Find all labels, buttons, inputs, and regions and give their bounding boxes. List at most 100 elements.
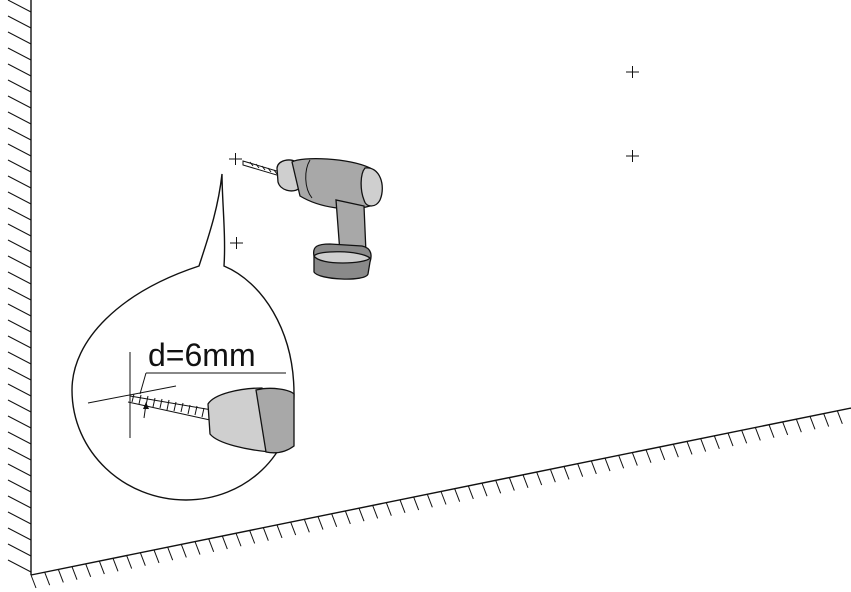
dimension-arrow <box>143 402 149 409</box>
floor-hatch-line <box>112 558 119 572</box>
wall-hatch-line <box>7 191 32 205</box>
floor-hatch-line <box>549 469 556 483</box>
wall-hatch-line <box>7 383 32 397</box>
floor-hatch-line <box>194 541 201 555</box>
drill-diameter-label: d=6mm <box>148 337 256 373</box>
floor-hatch-line <box>782 421 789 436</box>
floor-hatch-line <box>467 485 474 500</box>
wall-hatch-line <box>7 239 32 253</box>
floor-hatch-line <box>741 430 748 444</box>
floor-hatch-line <box>208 538 215 552</box>
floor-hatch-line <box>167 546 174 561</box>
floor-hatch-line <box>522 474 529 488</box>
floor-hatch-line <box>495 480 502 494</box>
floor-hatch-line <box>809 416 816 430</box>
floor-hatch-line <box>590 460 597 475</box>
wall-hatch-line <box>7 287 32 301</box>
wall-hatch-line <box>7 31 32 45</box>
floor-hatch-line <box>618 455 625 469</box>
floor-hatch-line <box>836 410 843 424</box>
floor-hatch-line <box>536 471 543 486</box>
wall-hatch-line <box>7 431 32 445</box>
floor-hatch-line <box>700 438 707 452</box>
floor-hatch-line <box>303 519 310 533</box>
wall-hatch-line <box>7 47 32 61</box>
floor-hatch-line <box>372 505 379 519</box>
floor-hatch-line <box>508 477 515 491</box>
floor-hatch-line <box>235 533 242 547</box>
floor-hatch-line <box>481 482 488 497</box>
floor-hatch-line <box>153 549 160 564</box>
wall-hatch-line <box>7 351 32 365</box>
floor-hatch-line <box>358 508 365 522</box>
floor-hatch-line <box>30 574 37 589</box>
wall-hatch-line <box>7 79 32 93</box>
wall-hatch-line <box>7 303 32 317</box>
floor-hatch-line <box>686 441 693 455</box>
floor-hatch-line <box>139 552 146 566</box>
floor-hatch-line <box>795 418 802 433</box>
floor-hatch-line <box>659 446 666 461</box>
wall-hatch-line <box>7 63 32 77</box>
power-drill-icon <box>242 157 383 280</box>
floor-hatch-line <box>413 496 420 511</box>
floor-hatch-line <box>426 494 433 508</box>
floor-hatch-line <box>221 535 228 550</box>
floor-hatch-line <box>85 563 92 578</box>
floor-hatch-line <box>727 432 734 447</box>
wall-hatch-line <box>7 95 32 109</box>
wall-hatch-line <box>7 111 32 125</box>
wall-hatch-line <box>7 0 32 13</box>
floor-hatch-line <box>645 449 652 463</box>
wall-hatch-line <box>7 175 32 189</box>
wall-hatch-line <box>7 319 32 333</box>
drill-mark-upper-right <box>626 66 639 78</box>
drill-mark-upper-left <box>229 153 242 165</box>
wall-hatch-line <box>7 447 32 461</box>
floor-hatch-line <box>57 569 64 583</box>
floor-hatch-line <box>276 524 283 539</box>
wall-hatch-line <box>7 463 32 477</box>
floor-hatch-line <box>823 413 830 427</box>
floor-hatching <box>30 408 851 589</box>
drill-mark-lower-right <box>626 150 639 162</box>
wall-hatch-line <box>7 415 32 429</box>
wall-hatch-line <box>7 159 32 173</box>
wall-hatch-line <box>7 399 32 413</box>
wall-hatch-line <box>7 511 32 525</box>
dimension-leader-top <box>139 372 147 395</box>
floor-hatch-line <box>631 452 638 466</box>
floor-hatch-line <box>262 527 269 541</box>
drill-mark-lower-left <box>230 237 243 249</box>
wall-hatching <box>7 0 32 573</box>
floor-hatch-line <box>604 457 611 472</box>
floor-hatch-line <box>754 427 761 441</box>
floor-hatch-line <box>454 488 461 502</box>
drill-bit <box>242 160 281 177</box>
wall-hatch-line <box>7 255 32 269</box>
wall-hatch-line <box>7 127 32 141</box>
floor-hatch-line <box>317 516 324 530</box>
floor-hatch-line <box>344 510 351 525</box>
wall-hatch-line <box>7 207 32 221</box>
wall-hatch-line <box>7 479 32 493</box>
floor-hatch-line <box>440 491 447 505</box>
floor-hatch-line <box>577 463 584 477</box>
floor-hatch-line <box>98 560 105 575</box>
floor-hatch-line <box>126 555 133 569</box>
wall-hatch-line <box>7 223 32 237</box>
floor-hatch-line <box>713 435 720 450</box>
floor-hatch-line <box>399 499 406 514</box>
wall-hatch-line <box>7 543 32 557</box>
floor-hatch-line <box>180 544 187 558</box>
floor-hatch-line <box>672 444 679 458</box>
wall-hatch-line <box>7 143 32 157</box>
floor-hatch-line <box>768 424 775 438</box>
zoomed-drill-bit-detail <box>87 352 295 454</box>
wall-hatch-line <box>7 559 32 573</box>
floor-hatch-line <box>71 566 78 580</box>
floor-hatch-line <box>385 502 392 516</box>
wall-hatch-line <box>7 335 32 349</box>
floor-hatch-line <box>563 466 570 480</box>
